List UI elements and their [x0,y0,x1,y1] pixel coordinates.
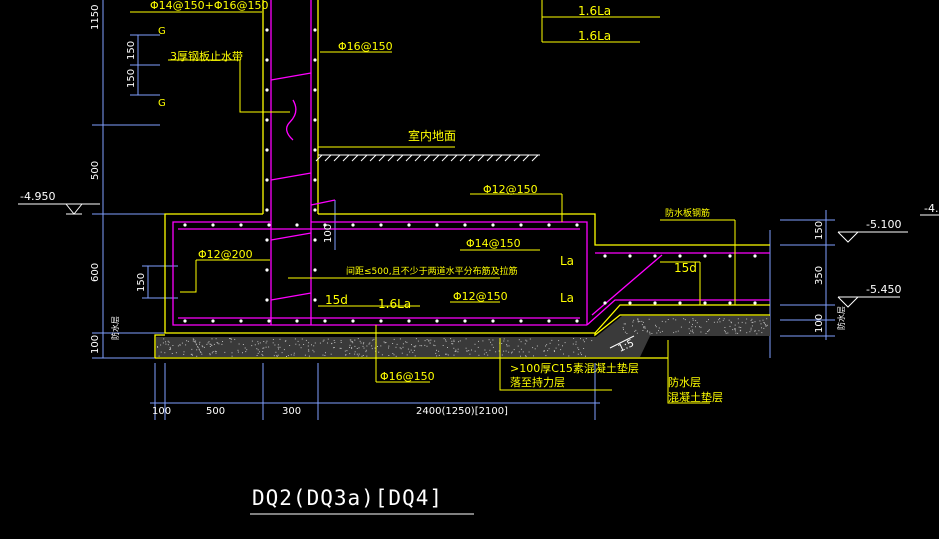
rebar-dots [183,28,757,323]
elevation-right-top: -5.100 [866,218,901,231]
waterstop-tag-bottom: G [158,98,166,109]
indoor-floor-label: 室内地面 [408,128,456,143]
elevation-far-right: -4. [924,202,938,215]
wall-vertical-bar-label: Φ16@150 [338,40,393,53]
concrete-outline [154,0,770,359]
elevation-markers [18,203,939,308]
drawing-title: DQ2(DQ3a)[DQ4] [252,486,443,510]
anchor-15d-a-label: 15d [325,293,348,307]
rebar-top-label: Φ14@150+Φ16@150 [150,0,269,12]
waterproof-board-label: 防水板钢筋 [665,207,710,219]
leader-lines [130,0,736,404]
dim-150c: 150 [136,273,147,292]
dim-600: 600 [90,263,101,282]
concrete-cushion-hatch [156,316,770,357]
lap-top-1-label: 1.6La [578,4,611,18]
rebar-lines [172,0,770,326]
dim-1150: 1150 [90,5,101,30]
drawing-title-block: DQ2(DQ3a)[DQ4] [250,486,474,515]
bottom-bar-b-label: Φ16@150 [380,370,435,383]
dim-500: 500 [90,161,101,180]
indoor-floor-ground [315,154,540,162]
waterproof-layer-label: 防水层 [668,375,701,389]
slab-top-bar-label: Φ12@150 [483,183,538,196]
dim-100b: 100 [323,224,334,243]
cushion-layer-label: 混凝土垫层 [668,390,723,404]
dim-h-300: 300 [282,406,301,417]
annotation-texts: Φ14@150+Φ16@150 Φ16@150 3厚钢板止水带 G G 室内地面… [150,0,723,404]
slope-arrow [609,335,635,349]
elevation-left: -4.950 [20,190,55,203]
dim-150b: 150 [126,69,137,88]
dim-r-100: 100 [814,314,825,333]
cushion-note-1: >100厚C15素混凝土垫层 [510,361,639,375]
waterstop-tag-top: G [158,26,166,37]
cushion-note-2: 落至持力层 [510,375,565,389]
stirrup-bar-label: Φ12@200 [198,248,253,261]
spacing-note: 间距≤500,且不少于两道水平分布筋及拉筋 [346,265,518,277]
dim-h-500: 500 [206,406,225,417]
la-b-label: La [560,291,574,305]
bottom-bar-label: Φ12@150 [453,290,508,303]
anchor-16la-a-label: 1.6La [378,297,411,311]
dim-h-2400: 2400(1250)[2100] [416,406,508,417]
dim-150a: 150 [126,41,137,60]
layer-tag-right: 防水层 [836,306,846,330]
dim-r-150: 150 [814,221,825,240]
dimension-texts: 1150 150 150 500 600 150 100 100 防水层 150… [90,5,846,417]
la-a-label: La [560,254,574,268]
dim-r-350: 350 [814,266,825,285]
elevation-texts: -4.950 -5.100 -5.450 -4. [20,190,938,296]
dim-h-100: 100 [152,406,171,417]
cushion-speckles [157,318,768,357]
slab-cross-bar-label: Φ14@150 [466,237,521,250]
anchor-15d-b-label: 15d [674,261,697,275]
dim-100a: 100 [90,335,101,354]
waterstop-label: 3厚钢板止水带 [170,49,243,63]
elevation-right-bottom: -5.450 [866,283,901,296]
layer-tag-left: 防水层 [110,316,120,340]
lap-top-2-label: 1.6La [578,29,611,43]
